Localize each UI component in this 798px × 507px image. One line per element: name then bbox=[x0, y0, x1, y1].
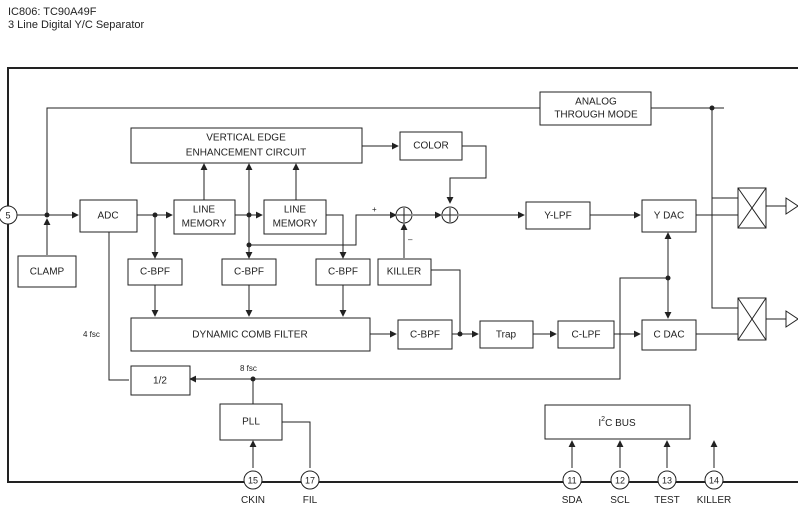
c-bpf-out-label: C-BPF bbox=[410, 330, 440, 341]
c-bpf-3-label: C-BPF bbox=[328, 267, 358, 278]
pll-block: PLL bbox=[219, 403, 283, 441]
y-output-switch bbox=[737, 187, 767, 229]
y-dac-block: Y DAC bbox=[641, 199, 697, 233]
pll-label: PLL bbox=[242, 417, 260, 428]
pin-14-label: KILLER bbox=[697, 495, 731, 506]
pin-13: 13 TEST bbox=[654, 470, 680, 506]
trap-label: Trap bbox=[496, 330, 517, 341]
fsc4-label: 4 fsc bbox=[83, 330, 100, 339]
c-bpf-1-label: C-BPF bbox=[140, 267, 170, 278]
pin-13-label: TEST bbox=[654, 495, 680, 506]
pin-11: 11 SDA bbox=[562, 470, 583, 506]
pin-13-number: 13 bbox=[662, 475, 672, 485]
c-dac-label: C DAC bbox=[653, 330, 684, 341]
pin-12: 12 SCL bbox=[610, 470, 630, 506]
c-lpf-block: C-LPF bbox=[557, 320, 615, 349]
killer-label: KILLER bbox=[387, 267, 421, 278]
i2c-bus-label: I2C BUS bbox=[598, 416, 636, 429]
pin-15-label: CKIN bbox=[241, 495, 265, 506]
c-output-switch bbox=[737, 297, 767, 341]
adc-block: ADC bbox=[79, 199, 138, 233]
adc-label: ADC bbox=[97, 211, 118, 222]
color-block: COLOR bbox=[399, 131, 463, 161]
divider-label: 1/2 bbox=[153, 376, 167, 387]
adder-1 bbox=[395, 206, 413, 224]
c-bpf-3-block: C-BPF bbox=[315, 258, 371, 286]
minus-sign: – bbox=[408, 235, 413, 244]
pin-14-number: 14 bbox=[709, 475, 719, 485]
pin-5-number: 5 bbox=[5, 210, 10, 220]
divider-block: 1/2 bbox=[130, 365, 191, 396]
pin-17-label: FIL bbox=[303, 495, 318, 506]
vertical-edge-label-1: VERTICAL EDGE bbox=[206, 133, 286, 144]
pin-17-number: 17 bbox=[305, 475, 315, 485]
vertical-edge-label-2: ENHANCEMENT CIRCUIT bbox=[186, 148, 306, 159]
fsc8-label: 8 fsc bbox=[240, 364, 257, 373]
signal-lines bbox=[17, 107, 786, 468]
junction-dots bbox=[44, 105, 715, 382]
c-output-buffer-icon bbox=[785, 310, 798, 328]
c-bpf-2-block: C-BPF bbox=[221, 258, 277, 286]
pin-14: 14 KILLER bbox=[697, 470, 731, 506]
dynamic-comb-filter-block: DYNAMIC COMB FILTER bbox=[130, 317, 371, 352]
y-dac-label: Y DAC bbox=[654, 211, 684, 222]
chip-outline bbox=[7, 67, 798, 483]
color-label: COLOR bbox=[413, 141, 449, 152]
pin-11-label: SDA bbox=[562, 495, 583, 506]
c-bpf-out-block: C-BPF bbox=[397, 319, 453, 350]
killer-block: KILLER bbox=[377, 258, 432, 286]
adder-2 bbox=[441, 206, 459, 224]
dynamic-comb-label: DYNAMIC COMB FILTER bbox=[192, 330, 307, 341]
pin-12-label: SCL bbox=[610, 495, 630, 506]
c-dac-block: C DAC bbox=[641, 319, 697, 351]
chip-id: IC806: TC90A49F bbox=[8, 6, 97, 18]
c-bpf-2-label: C-BPF bbox=[234, 267, 264, 278]
clamp-block: CLAMP bbox=[17, 255, 77, 288]
diagram-header: IC806: TC90A49F 3 Line Digital Y/C Separ… bbox=[8, 6, 144, 32]
line-memory-1-label-b: MEMORY bbox=[182, 219, 227, 230]
line-memory-2-label-a: LINE bbox=[284, 205, 307, 216]
chip-description: 3 Line Digital Y/C Separator bbox=[8, 19, 145, 31]
pin-17: 17 FIL bbox=[300, 470, 320, 506]
y-lpf-label: Y-LPF bbox=[544, 211, 571, 222]
trap-block: Trap bbox=[479, 320, 534, 349]
analog-through-mode-block: ANALOG THROUGH MODE bbox=[539, 91, 652, 126]
pin-12-number: 12 bbox=[615, 475, 625, 485]
plus-sign: + bbox=[372, 205, 377, 214]
clamp-label: CLAMP bbox=[30, 267, 65, 278]
pin-5: 5 bbox=[0, 205, 18, 225]
pin-11-number: 11 bbox=[567, 475, 576, 485]
vertical-edge-enhancement-block: VERTICAL EDGE ENHANCEMENT CIRCUIT bbox=[130, 127, 363, 164]
analog-through-label-1: ANALOG bbox=[575, 97, 617, 108]
pin-15-number: 15 bbox=[248, 475, 258, 485]
line-memory-2-label-b: MEMORY bbox=[273, 219, 318, 230]
i2c-bus-block: I2C BUS bbox=[544, 404, 691, 440]
line-memory-1-block: LINE MEMORY bbox=[173, 199, 236, 235]
pin-15: 15 CKIN bbox=[241, 470, 265, 506]
line-memory-2-block: LINE MEMORY bbox=[263, 199, 327, 235]
analog-through-label-2: THROUGH MODE bbox=[554, 110, 638, 121]
c-lpf-label: C-LPF bbox=[572, 330, 601, 341]
line-memory-1-label-a: LINE bbox=[193, 205, 216, 216]
c-bpf-1-block: C-BPF bbox=[127, 258, 183, 286]
y-output-buffer-icon bbox=[785, 197, 798, 215]
y-lpf-block: Y-LPF bbox=[525, 201, 591, 230]
